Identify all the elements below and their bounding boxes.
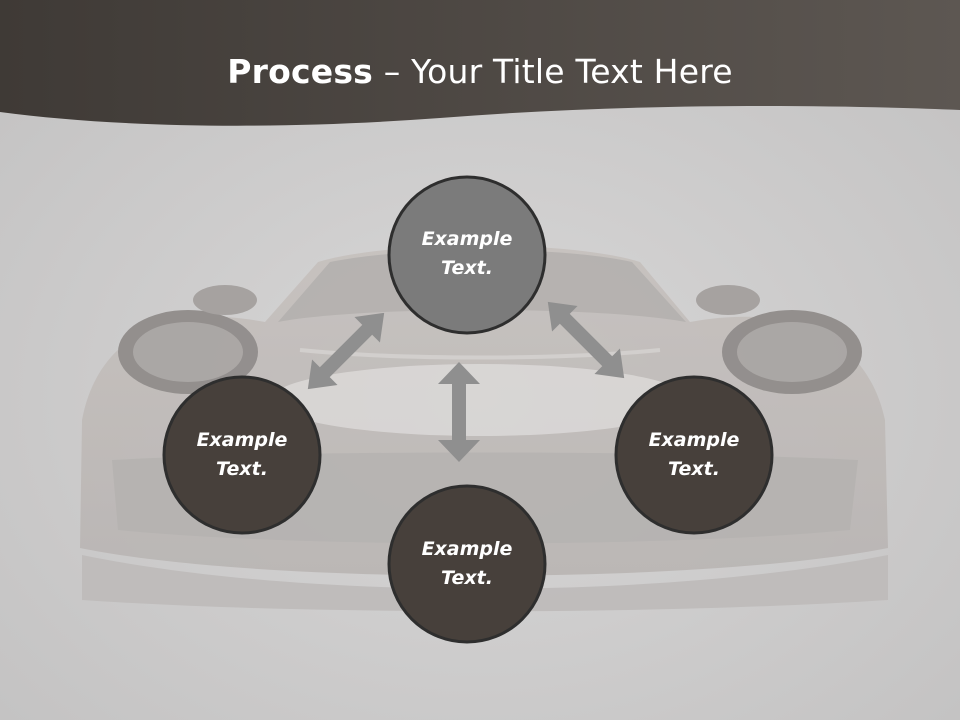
node-right-circle (614, 375, 774, 535)
header-band (0, 0, 960, 126)
node-bottom-label: Example Text. (392, 535, 542, 593)
node-bottom-line1: Example (421, 538, 513, 560)
node-top-label: Example Text. (392, 225, 542, 283)
slide-title-bold: Process (227, 52, 374, 91)
arrow-vertical-icon (438, 362, 480, 462)
node-top-line2: Text. (441, 257, 493, 279)
slide-title: Process – Your Title Text Here (0, 52, 960, 91)
node-right-line2: Text. (668, 458, 720, 480)
arrow-top-left-icon (307, 312, 385, 390)
slide-title-rest: – Your Title Text Here (373, 52, 733, 91)
node-right-line1: Example (648, 429, 740, 451)
node-left-line1: Example (196, 429, 288, 451)
arrow-top-right-icon (547, 301, 625, 379)
node-left-circle (162, 375, 322, 535)
node-top-circle (387, 175, 547, 335)
arrows (307, 301, 625, 462)
node-bottom-circle (387, 484, 547, 644)
node-top-line1: Example (421, 228, 513, 250)
node-bottom-line2: Text. (441, 567, 493, 589)
node-left-line2: Text. (216, 458, 268, 480)
node-right-label: Example Text. (619, 426, 769, 484)
node-left-label: Example Text. (167, 426, 317, 484)
